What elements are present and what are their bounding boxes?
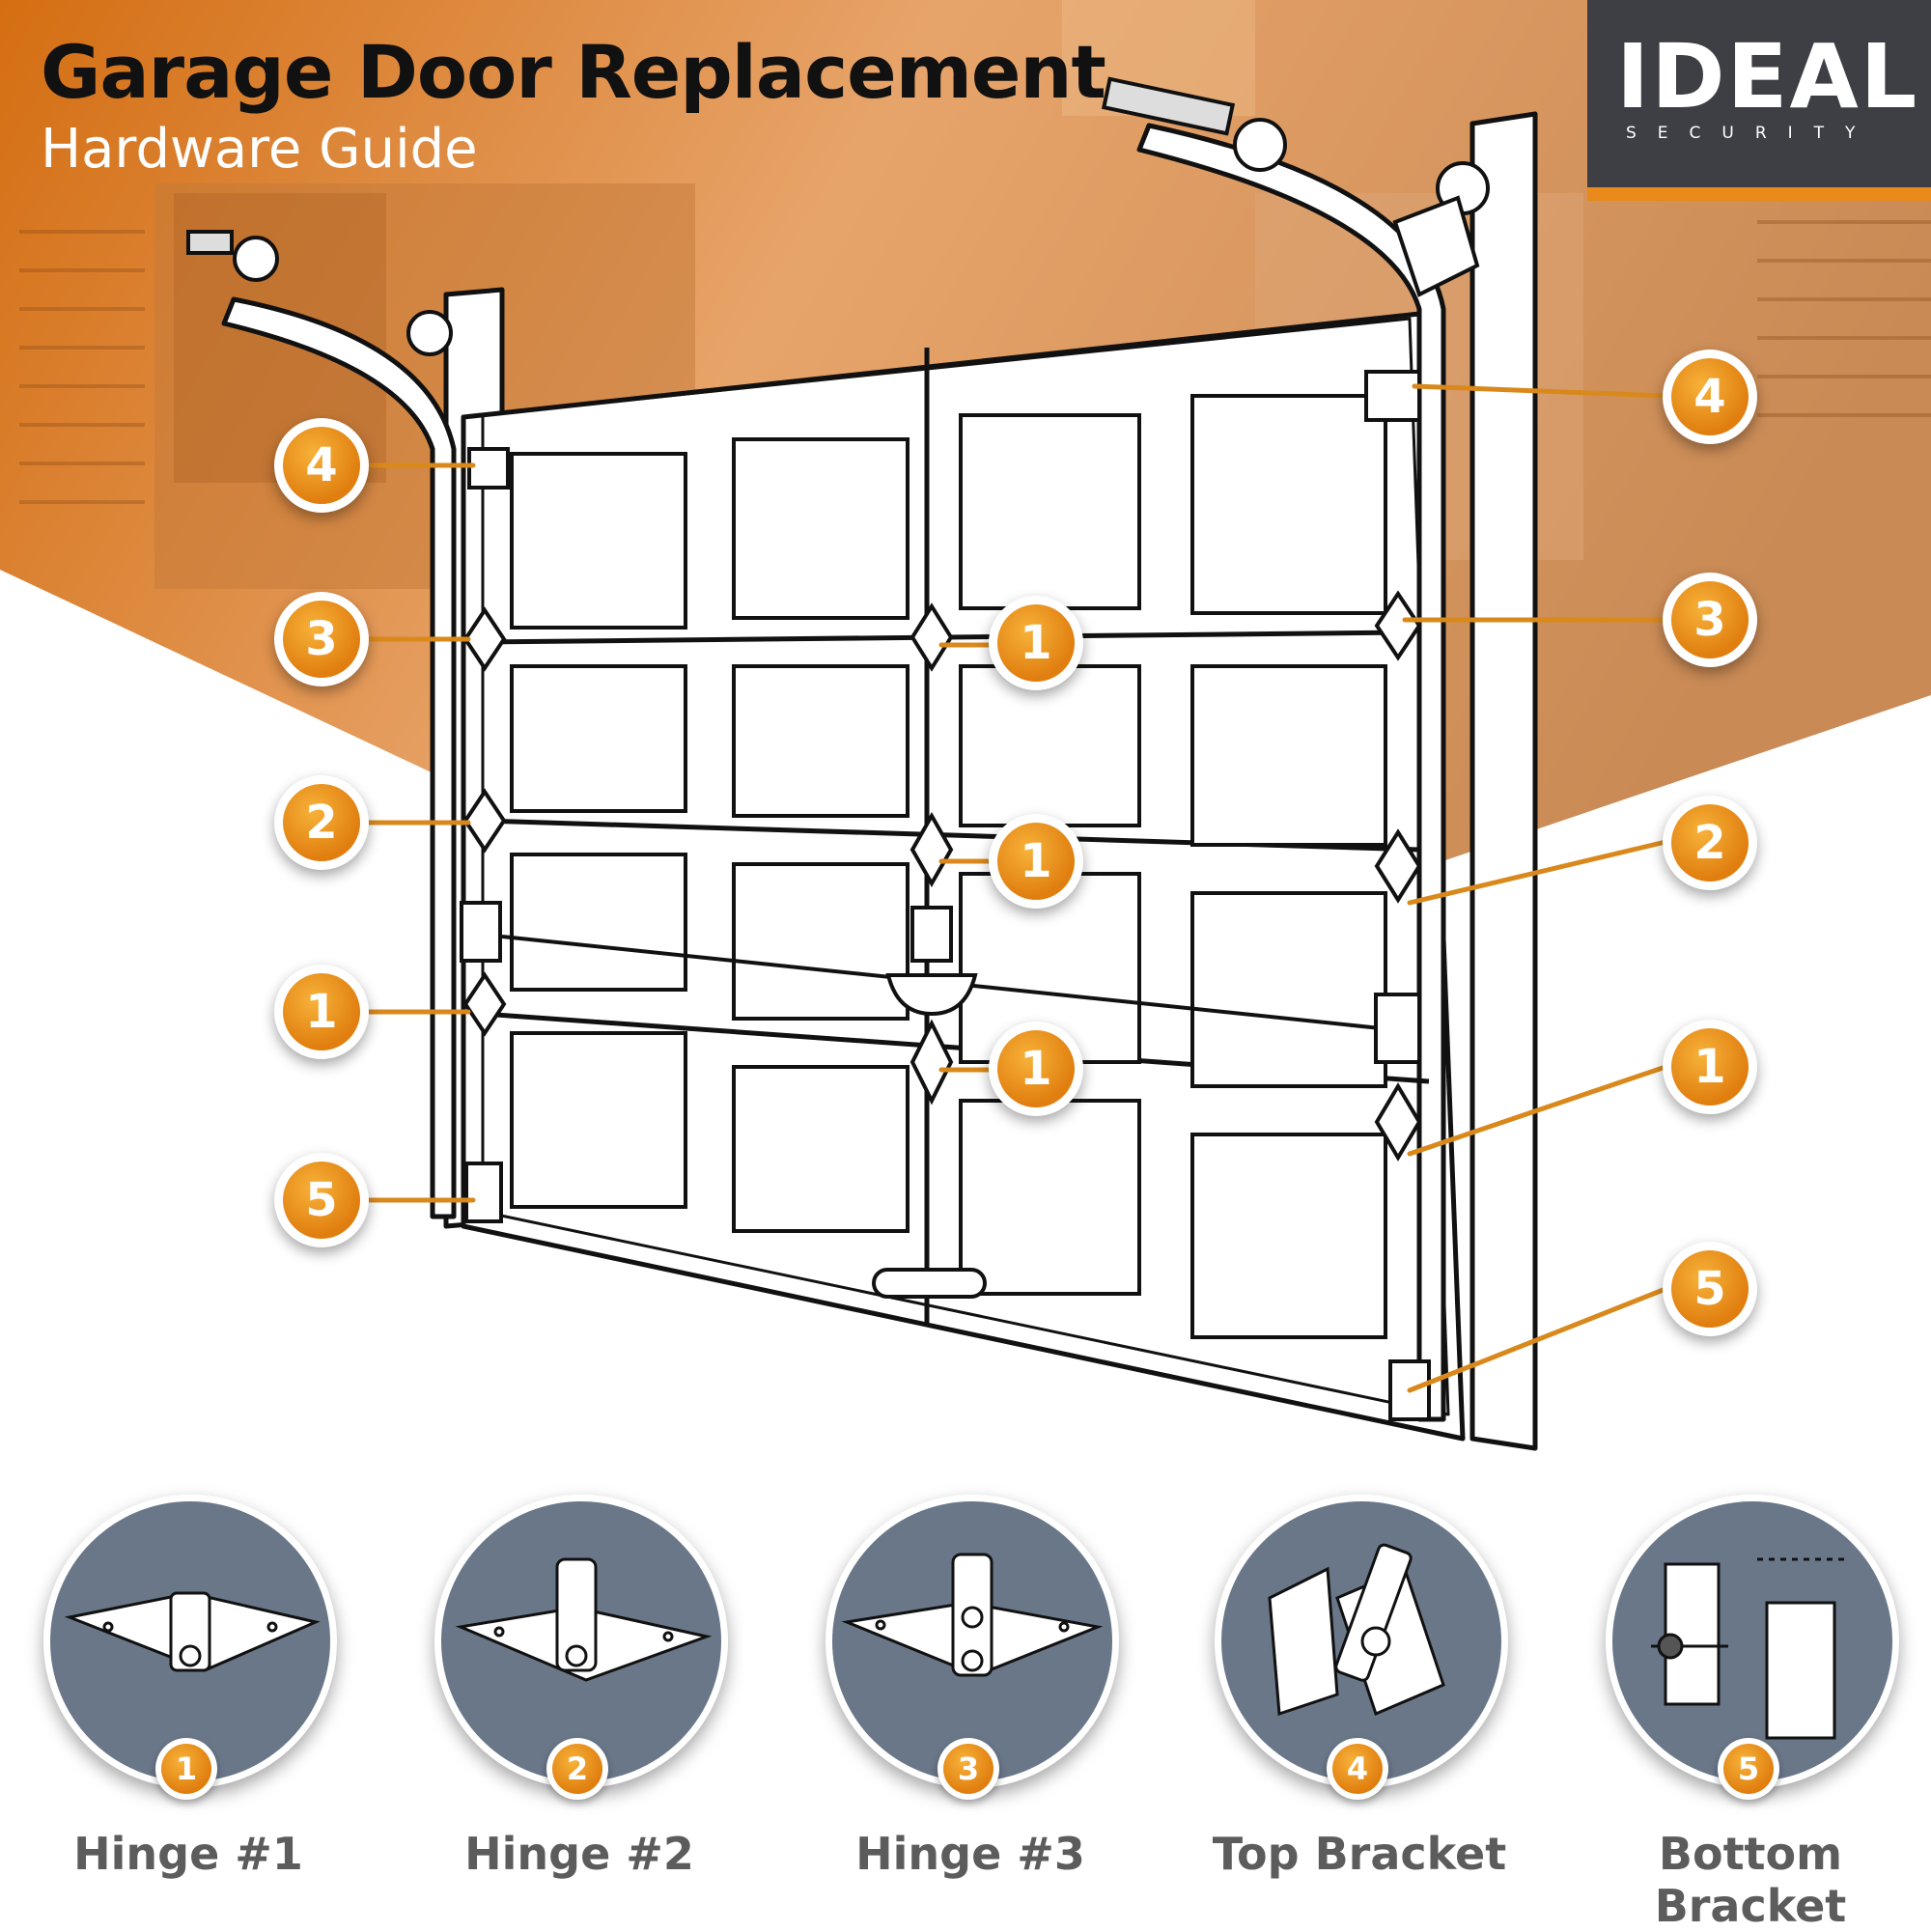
- hardware-number-badge: 5: [1718, 1738, 1779, 1800]
- hardware-label: Hinge #1: [73, 1828, 303, 1880]
- hardware-number-badge: 4: [1327, 1738, 1388, 1800]
- callout-left-3: 3: [274, 592, 369, 686]
- callout-left-1: 1: [274, 965, 369, 1059]
- page-title: Garage Door Replacement: [41, 29, 1106, 115]
- hardware-label: Top Bracket: [1212, 1828, 1507, 1880]
- hardware-number-badge: 3: [938, 1738, 999, 1800]
- callout-left-4: 4: [274, 418, 369, 513]
- callout-center-1-bottom: 1: [989, 1022, 1083, 1116]
- logo-tagline: SECURITY: [1626, 124, 1877, 143]
- callout-center-1-top: 1: [989, 596, 1083, 690]
- callout-left-2: 2: [274, 775, 369, 870]
- callout-right-2: 2: [1663, 796, 1757, 890]
- logo-wordmark: IDEAL: [1616, 25, 1919, 128]
- callout-right-4: 4: [1663, 350, 1757, 444]
- bottom-bracket-icon: [1606, 1495, 1899, 1788]
- callout-center-1-middle: 1: [989, 814, 1083, 909]
- hardware-label: Bottom Bracket: [1654, 1828, 1847, 1932]
- callout-right-5: 5: [1663, 1242, 1757, 1336]
- callout-left-5: 5: [274, 1153, 369, 1247]
- hardware-number-badge: 1: [155, 1738, 217, 1800]
- hinge-2-icon: [434, 1495, 728, 1788]
- hardware-label: Hinge #3: [855, 1828, 1085, 1880]
- hardware-label: Hinge #2: [464, 1828, 694, 1880]
- callout-right-3: 3: [1663, 573, 1757, 667]
- page-subtitle: Hardware Guide: [41, 118, 478, 181]
- brand-logo: IDEAL SECURITY: [1587, 0, 1931, 201]
- hardware-number-badge: 2: [546, 1738, 608, 1800]
- callout-right-1: 1: [1663, 1020, 1757, 1114]
